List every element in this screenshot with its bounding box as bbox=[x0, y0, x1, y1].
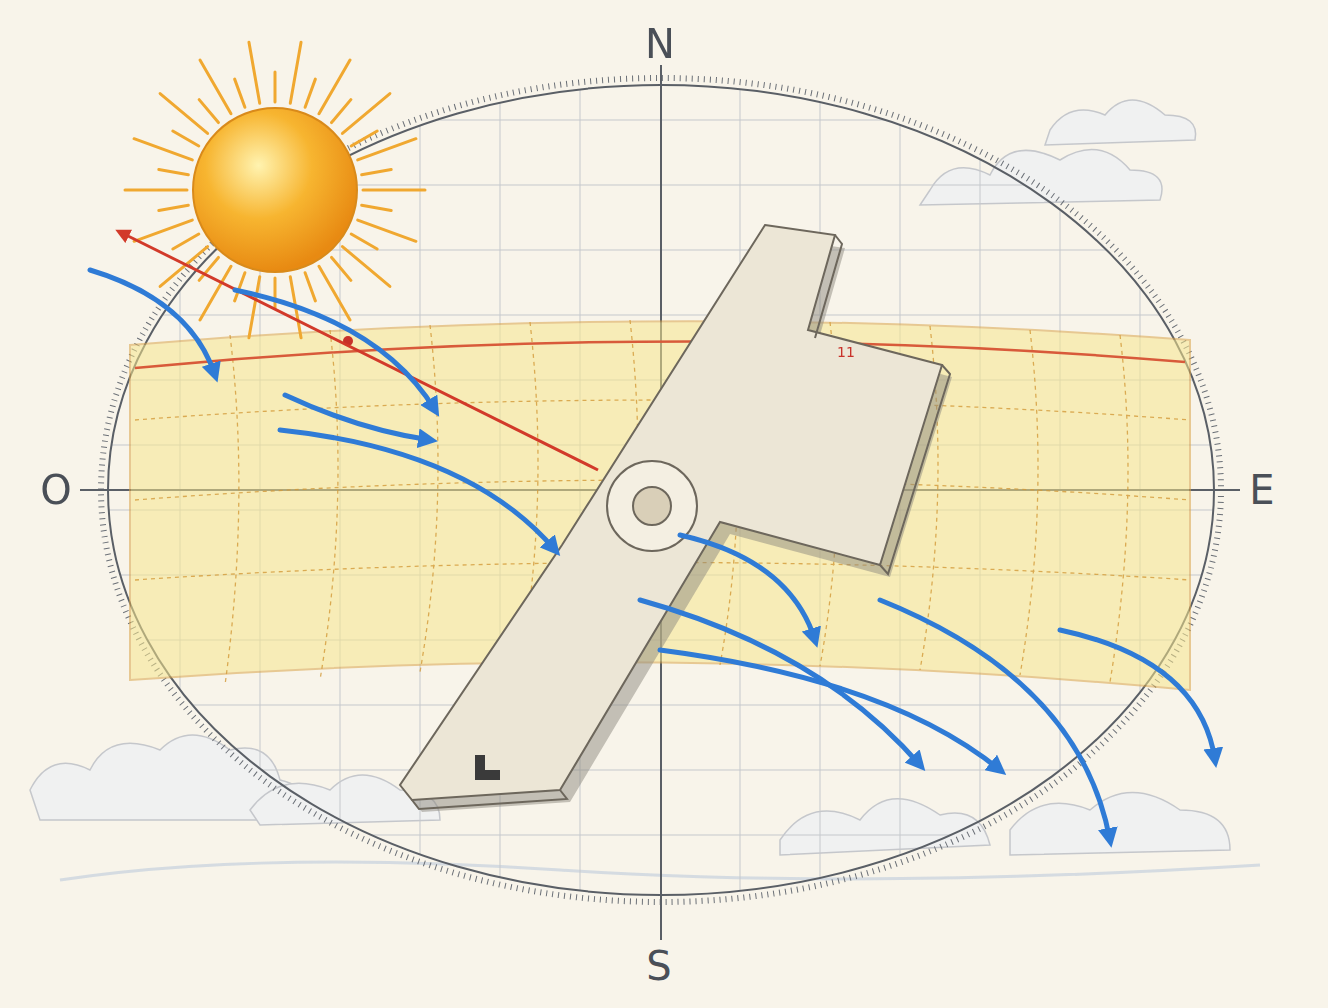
sun-direction-line bbox=[122, 233, 598, 470]
sun-ray bbox=[362, 170, 392, 175]
sun-ray bbox=[235, 79, 245, 107]
sun-ray bbox=[173, 234, 199, 249]
sun-ray bbox=[358, 139, 416, 160]
sun-ray bbox=[305, 79, 315, 107]
sun-ray bbox=[199, 100, 218, 123]
wind-arrows bbox=[90, 270, 1215, 840]
sun-ray bbox=[363, 189, 425, 192]
sun bbox=[125, 42, 425, 337]
sun-ray bbox=[358, 220, 416, 241]
sun-ray bbox=[235, 273, 245, 301]
hour-label: 11 bbox=[837, 344, 855, 360]
sun-ray bbox=[351, 234, 377, 249]
compass-south: S bbox=[646, 943, 671, 989]
sun-ray bbox=[332, 100, 351, 123]
sun-ray bbox=[342, 94, 389, 134]
sun-ray bbox=[274, 278, 277, 308]
sun-ray bbox=[134, 139, 192, 160]
sun-ray bbox=[173, 131, 199, 146]
sun-ray bbox=[249, 277, 260, 338]
building-plan bbox=[400, 225, 952, 812]
compass-west: O bbox=[40, 467, 71, 513]
sun-ray bbox=[134, 220, 192, 241]
sun-ray bbox=[351, 131, 377, 146]
sun-path-arc bbox=[135, 341, 1185, 368]
sun-ray bbox=[290, 42, 301, 103]
sun-ray bbox=[249, 42, 260, 103]
clouds bbox=[30, 100, 1260, 880]
sun-ray bbox=[362, 205, 392, 210]
sun-ray bbox=[200, 60, 231, 114]
compass-north: N bbox=[645, 21, 675, 67]
sun-ray bbox=[160, 247, 207, 287]
sun-ray bbox=[274, 72, 277, 102]
compass-east: E bbox=[1249, 467, 1274, 513]
sun-ray bbox=[305, 273, 315, 301]
sun-ray bbox=[159, 170, 189, 175]
sun-ray bbox=[125, 189, 187, 192]
grid-lines bbox=[100, 80, 1230, 900]
sun-ray bbox=[159, 205, 189, 210]
sun-ray bbox=[332, 257, 351, 280]
sun-ray bbox=[319, 266, 350, 320]
